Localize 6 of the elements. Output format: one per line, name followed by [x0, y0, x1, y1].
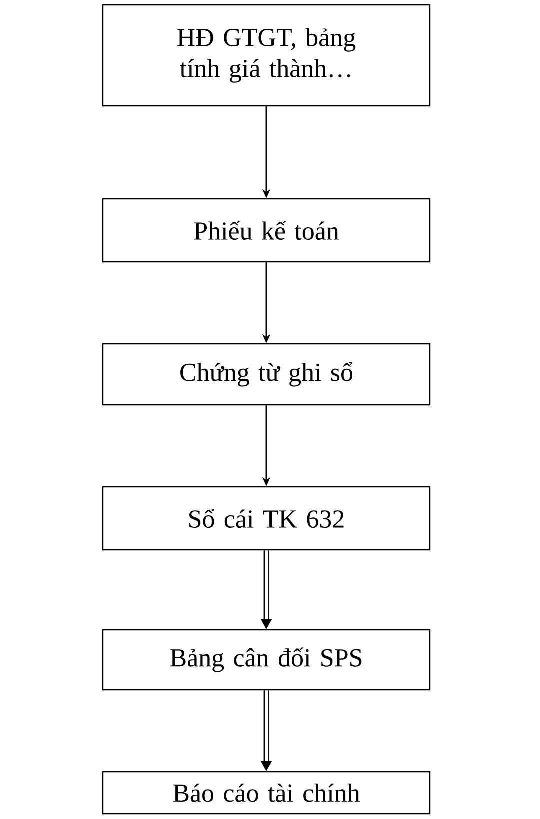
process-box: Sổ cái TK 632 [102, 486, 431, 551]
process-box: Phiếu kế toán [102, 198, 431, 263]
process-box: Báo cáo tài chính [102, 771, 431, 815]
process-box: HĐ GTGT, bảng tính giá thành… [102, 4, 431, 107]
process-box: Bảng cân đối SPS [102, 629, 431, 691]
process-box: Chứng từ ghi sổ [102, 343, 431, 406]
